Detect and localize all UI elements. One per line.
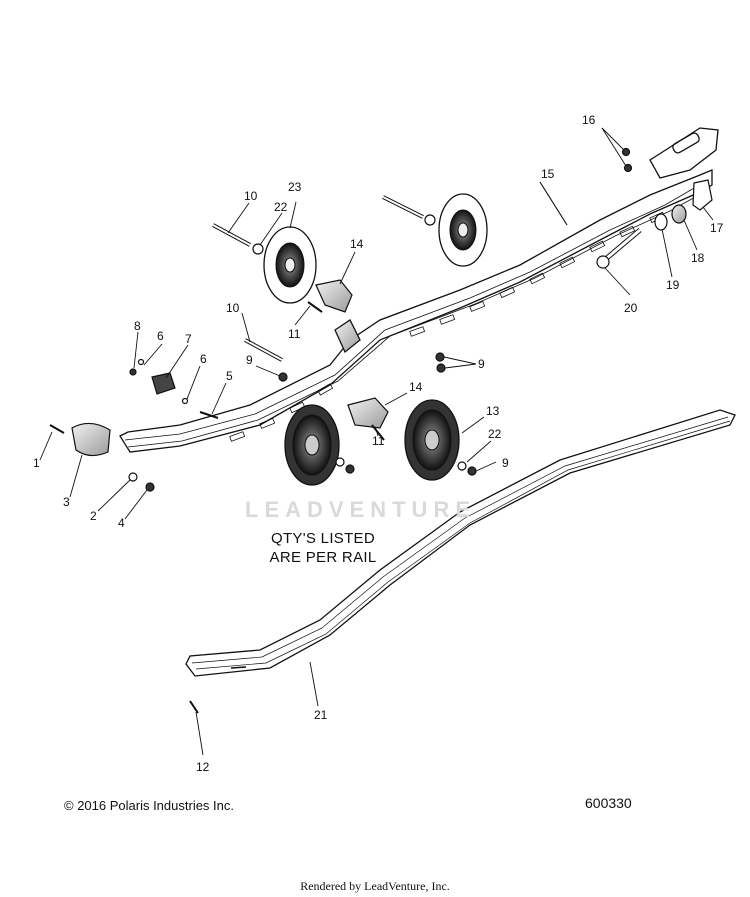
callout-6a: 6 [157,329,164,343]
callout-1: 1 [33,456,40,470]
callout-11b: 11 [372,434,385,448]
hardware [49,147,713,714]
callout-18: 18 [691,251,705,265]
callout-23: 23 [288,180,302,194]
diagram-number: 600330 [585,795,632,811]
callout-17: 17 [710,221,724,235]
callout-7: 7 [185,332,192,346]
callout-10b: 10 [226,301,240,315]
callout-15: 15 [541,167,555,181]
wheel-lower-right [404,399,460,481]
callout-8: 8 [134,319,141,333]
callout-14a: 14 [350,237,364,251]
callout-13: 13 [486,404,500,418]
callout-21: 21 [314,708,328,722]
callout-6b: 6 [200,352,207,366]
callout-9a: 9 [246,353,253,367]
callout-9b: 9 [478,357,485,371]
qty-note-line-1: QTY'S LISTED [271,530,375,547]
callout-19: 19 [666,278,680,292]
wheel-upper-right [438,193,488,267]
slide [185,409,736,677]
wheel-lower-left [284,404,340,486]
callout-11a: 11 [288,327,301,341]
callouts: 1 2 3 4 5 6 6 7 8 9 9 9 10 10 11 11 12 1… [33,113,724,774]
callout-5: 5 [226,369,233,383]
callout-12: 12 [196,760,210,774]
callout-4: 4 [118,516,125,530]
callout-3: 3 [63,495,70,509]
watermark: LEADVENTURE [245,497,477,522]
footer-credit: Rendered by LeadVenture, Inc. [300,879,450,893]
copyright: © 2016 Polaris Industries Inc. [64,798,234,813]
callout-10a: 10 [244,189,258,203]
leader-lines [39,127,714,756]
callout-20: 20 [624,301,638,315]
wheel-upper-left [263,226,317,304]
callout-2: 2 [90,509,97,523]
callout-16: 16 [582,113,596,127]
callout-14b: 14 [409,380,423,394]
callout-22b: 22 [488,427,502,441]
callout-9c: 9 [502,456,509,470]
qty-note-line-2: ARE PER RAIL [269,549,377,566]
callout-22a: 22 [274,200,288,214]
rail [119,127,719,453]
qty-note: QTY'S LISTED ARE PER RAIL [238,529,408,567]
